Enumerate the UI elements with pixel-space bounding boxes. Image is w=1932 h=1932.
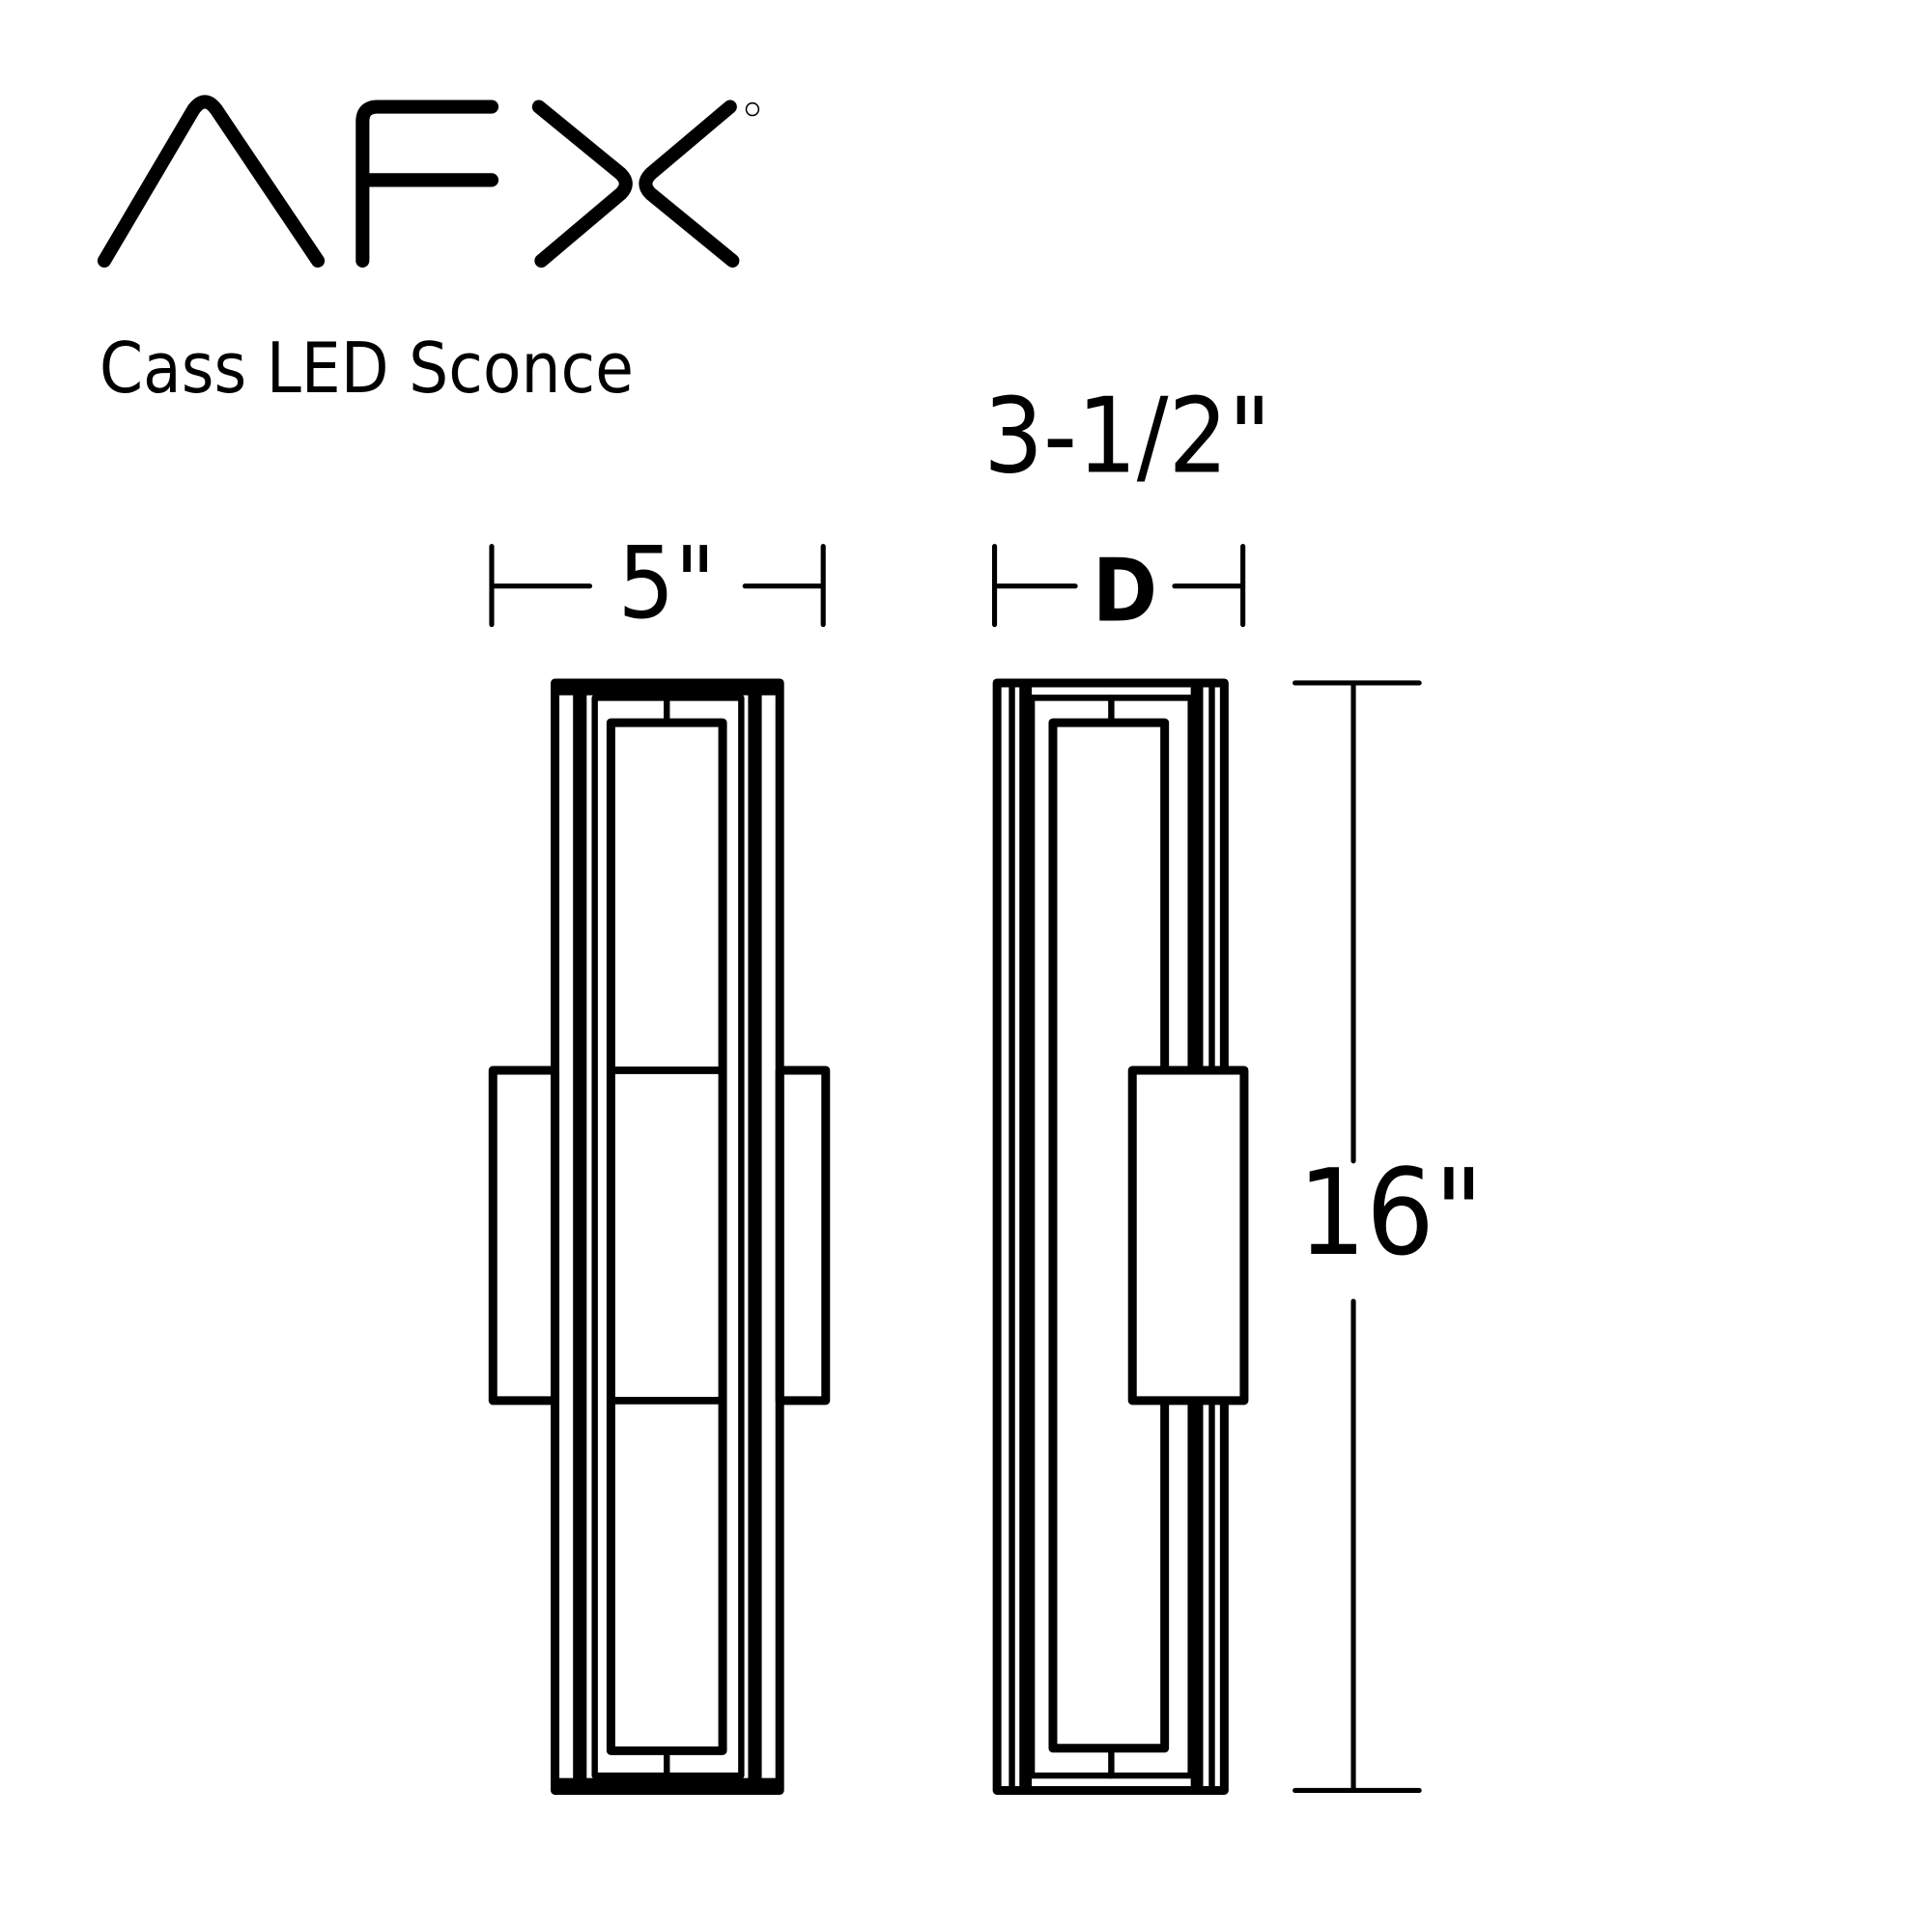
width-dimension: 5" xyxy=(489,526,826,641)
side-view-drawing xyxy=(992,678,1249,1795)
width-value: 5" xyxy=(618,526,716,641)
depth-label: D xyxy=(1093,541,1157,642)
height-dimension: 16" xyxy=(1293,680,1484,1794)
product-title: Cass LED Sconce xyxy=(99,327,634,409)
depth-dimension: D xyxy=(991,541,1246,642)
height-value: 16" xyxy=(1297,1144,1483,1283)
logo-letter-f xyxy=(355,99,499,268)
registered-mark-icon xyxy=(745,101,760,117)
logo-letter-x xyxy=(531,99,740,268)
front-view-drawing xyxy=(488,678,831,1795)
depth-value: 3-1/2" xyxy=(983,376,1271,497)
afx-logo xyxy=(97,95,760,268)
logo-letter-a xyxy=(97,95,326,268)
